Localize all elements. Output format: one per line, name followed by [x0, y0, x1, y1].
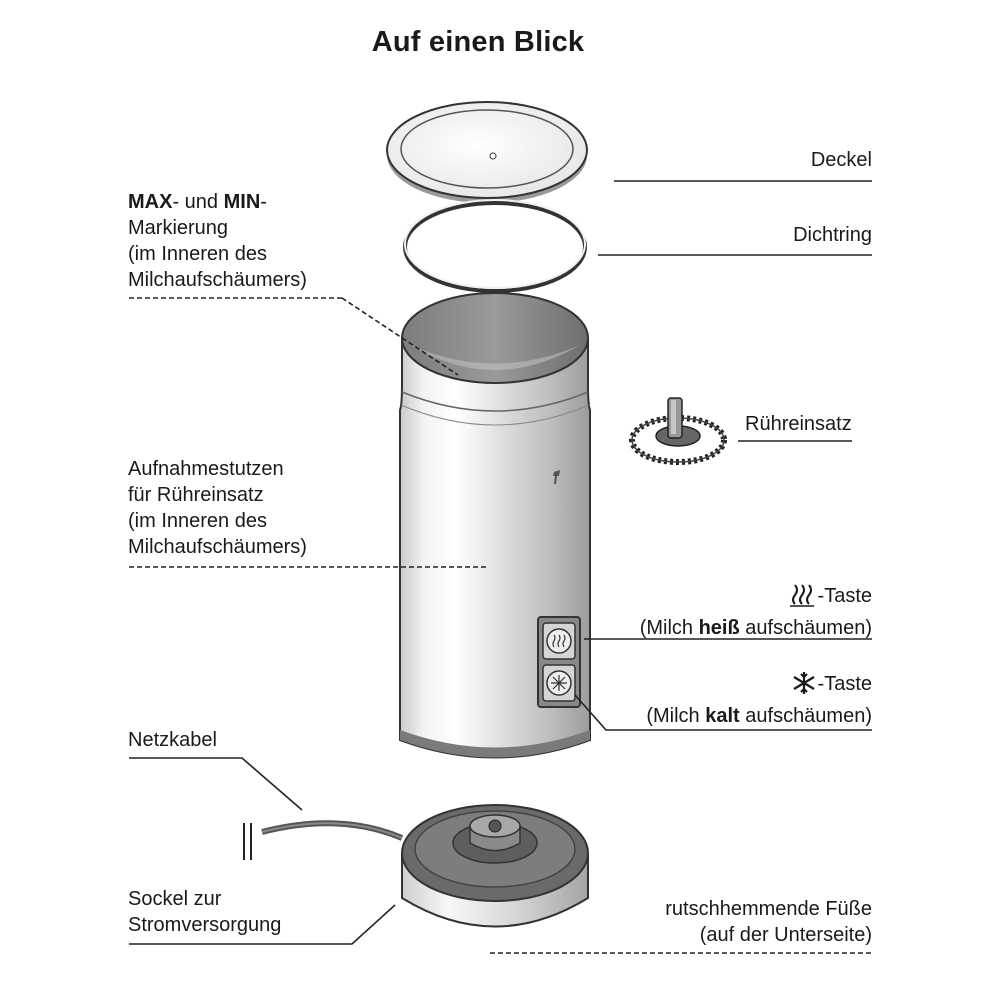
sockel-line1: Sockel zur — [128, 888, 222, 910]
aufnahme-line1: Aufnahmestutzen — [128, 458, 284, 480]
cold-button[interactable] — [546, 670, 572, 696]
power-cable — [243, 820, 404, 860]
control-panel — [537, 616, 581, 708]
lid — [386, 101, 588, 203]
label-fuesse: rutschhemmende Füße (auf der Unterseite) — [560, 896, 872, 948]
heiss-post: aufschäumen) — [739, 617, 872, 639]
label-maxmin: MAX- und MIN- Markierung (im Inneren des… — [128, 189, 307, 293]
label-ruehreinsatz: Rühreinsatz — [745, 413, 852, 435]
kalt-taste-word: -Taste — [817, 673, 872, 695]
kalt-post: aufschäumen) — [739, 705, 872, 727]
heiss-pre: (Milch — [639, 617, 699, 639]
heiss-taste-word: -Taste — [817, 585, 872, 607]
fuesse-line1: rutschhemmende Füße — [665, 898, 872, 920]
label-kalt-taste: -Taste (Milch kalt aufschäumen) — [560, 670, 872, 729]
dash: - — [260, 191, 267, 213]
fuesse-line2: (auf der Unterseite) — [699, 924, 872, 946]
label-dichtring: Dichtring — [793, 224, 872, 246]
label-sockel: Sockel zur Stromversorgung — [128, 886, 281, 938]
maxmin-line3: (im Inneren des — [128, 243, 267, 265]
kalt-bold: kalt — [705, 705, 740, 727]
tchibo-logo-icon — [553, 470, 560, 484]
whisk-attachment — [629, 397, 727, 465]
leader-lines — [129, 180, 872, 954]
min-word: MIN — [223, 191, 261, 213]
kalt-pre: (Milch — [646, 705, 706, 727]
heiss-bold: heiß — [698, 617, 740, 639]
aufnahme-line4: Milchaufschäumers) — [128, 536, 307, 558]
page-title: Auf einen Blick — [371, 26, 585, 58]
max-word: MAX — [128, 191, 173, 213]
sealing-ring — [403, 199, 587, 293]
snowflake-icon — [791, 670, 817, 703]
maxmin-line4: Milchaufschäumers) — [128, 269, 307, 291]
aufnahme-line2: für Rühreinsatz — [128, 484, 264, 506]
sockel-line2: Stromversorgung — [128, 914, 282, 936]
power-base — [401, 804, 589, 928]
hot-button[interactable] — [546, 628, 572, 654]
aufnahme-line3: (im Inneren des — [128, 510, 267, 532]
steam-icon — [789, 582, 817, 615]
label-netzkabel: Netzkabel — [128, 729, 217, 751]
maxmin-line2: Markierung — [128, 217, 229, 239]
label-aufnahmestutzen: Aufnahmestutzen für Rühreinsatz (im Inne… — [128, 456, 307, 560]
label-heiss-taste: -Taste (Milch heiß aufschäumen) — [560, 582, 872, 641]
label-deckel: Deckel — [810, 149, 872, 171]
and-word: - und — [172, 191, 224, 213]
